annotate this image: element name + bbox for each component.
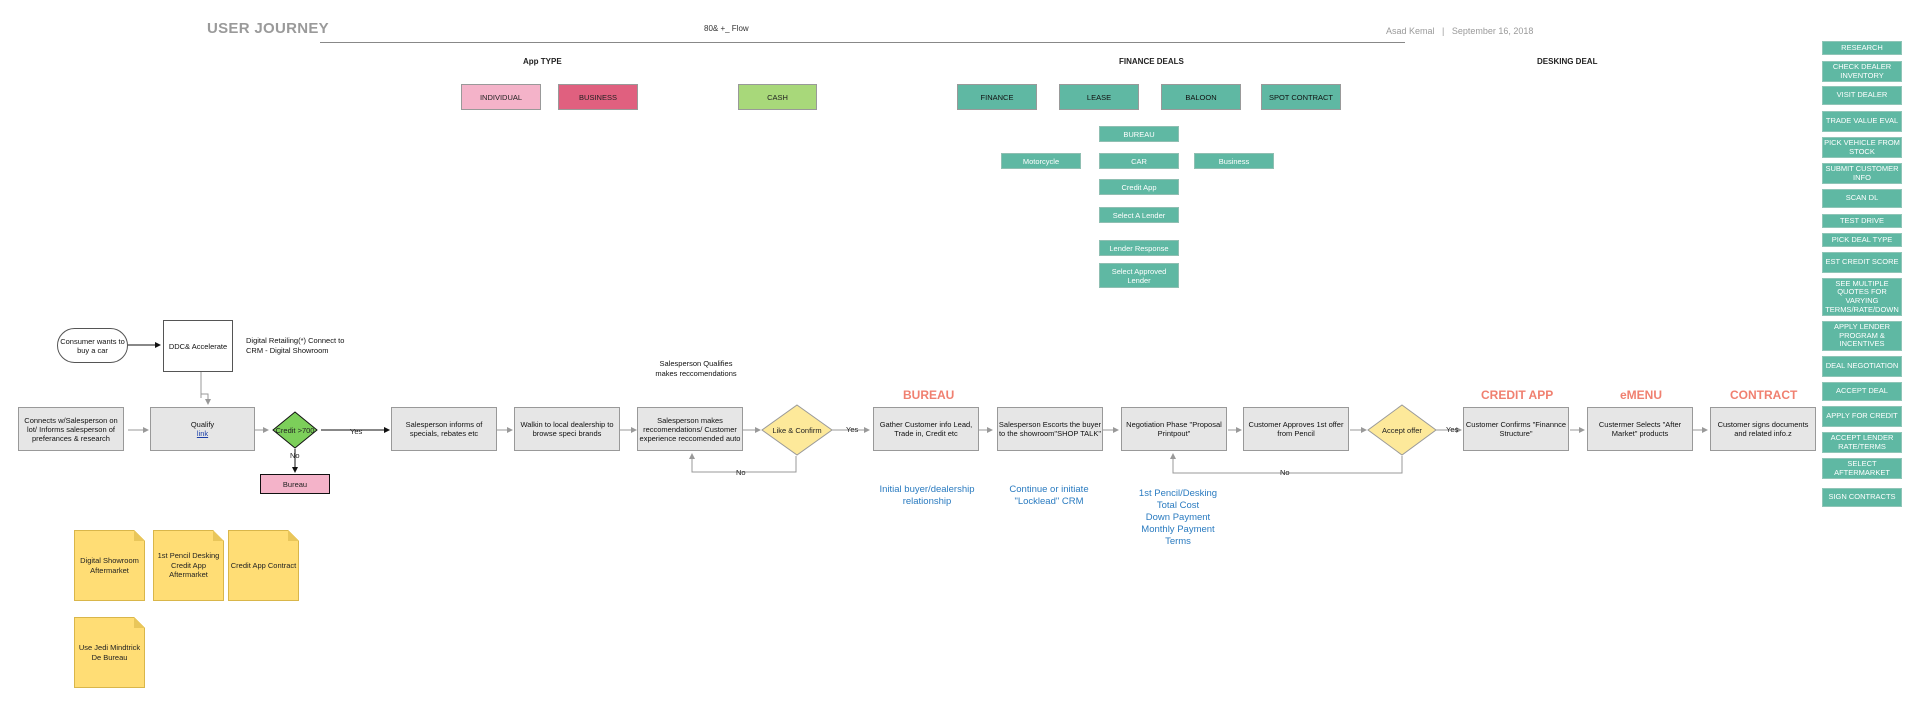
decision-credit[interactable]: Credit >700 [272,411,318,449]
no-label-accept: No [1280,468,1290,477]
step-qualify[interactable]: Qualify link [150,407,255,451]
step-gather-info[interactable]: Gather Customer info Lead, Trade in, Cre… [873,407,979,451]
sticky-note[interactable]: Use Jedi Mindtrick De Bureau [74,617,145,688]
ddc-accelerate[interactable]: DDC& Accelerate [163,320,233,372]
sidebar-item-select-aftermarket[interactable]: SELECT AFTERMARKET [1822,458,1902,479]
sticky-note[interactable]: Digital Showroom Aftermarket [74,530,145,601]
step-selects-aftermarket[interactable]: Custermer Selects "After Market" product… [1587,407,1693,451]
step-walkin[interactable]: Walkin to local dealership to browse spe… [514,407,620,451]
sidebar-item-accept-deal[interactable]: ACCEPT DEAL [1822,382,1902,401]
app-type-individual[interactable]: INDIVIDUAL [461,84,541,110]
sidebar-item-visit-dealer[interactable]: VISIT DEALER [1822,86,1902,105]
note-pencil-line: 1st Pencil/Desking [1138,488,1218,499]
author-date: Asad Kemal | September 16, 2018 [1386,26,1534,36]
sidebar-item-check-dealer-inventory[interactable]: CHECK DEALER INVENTORY [1822,61,1902,82]
tree-lender-response[interactable]: Lender Response [1099,240,1179,256]
note-pencil-line: Total Cost [1156,499,1200,511]
tree-motorcycle[interactable]: Motorcycle [1001,153,1081,169]
no-label-like: No [736,468,746,477]
note-pencil-line: Down Payment [1145,511,1211,523]
note-initial-relationship: Initial buyer/dealership relationship [879,484,975,507]
tree-business[interactable]: Business [1194,153,1274,169]
note-continue-crm: Continue or initiate "Locklead" CRM [1009,484,1089,507]
tree-car[interactable]: CAR [1099,153,1179,169]
decision-like-confirm[interactable]: Like & Confirm [761,404,833,456]
tree-select-approved-lender[interactable]: Select Approved Lender [1099,263,1179,288]
finance-type-spot-contract[interactable]: SPOT CONTRACT [1261,84,1341,110]
sidebar-item-est-credit-score[interactable]: EST CREDIT SCORE [1822,252,1902,273]
note-pencil-desking: 1st Pencil/Desking Total Cost Down Payme… [1122,488,1234,547]
sidebar-item-sign-contracts[interactable]: SIGN CONTRACTS [1822,488,1902,507]
step-confirms-structure[interactable]: Customer Confirms "Finannce Structure" [1463,407,1569,451]
sidebar-item-deal-negotiation[interactable]: DEAL NEGOTIATION [1822,356,1902,377]
step-customer-approves[interactable]: Customer Approves 1st offer from Pencil [1243,407,1349,451]
sidebar-item-submit-customer-info[interactable]: SUBMIT CUSTOMER INFO [1822,163,1902,184]
qualifies-note: Salesperson Qualifies makes reccomendati… [655,359,737,378]
tree-select-lender[interactable]: Select A Lender [1099,207,1179,223]
step-salesperson-informs[interactable]: Salesperson informs of specials, rebates… [391,407,497,451]
step-escorts-showroom[interactable]: Salesperson Escorts the buyer to the sho… [997,407,1103,451]
sidebar-item-scan-dl[interactable]: SCAN DL [1822,189,1902,208]
decision-accept-offer-shape [1367,404,1437,456]
tree-credit-app[interactable]: Credit App [1099,179,1179,195]
stage-credit-app: CREDIT APP [1481,388,1554,402]
decision-credit-label: Credit >700 [275,425,315,435]
qualify-label: Qualify [190,420,215,429]
section-app-type: App TYPE [523,57,562,66]
header-divider [320,42,1405,43]
step-recommendations[interactable]: Salesperson makes reccomendations/ Custo… [637,407,743,451]
sidebar-item-multiple-quotes[interactable]: SEE MULTIPLE QUOTES FOR VARYING TERMS/RA… [1822,278,1902,316]
sticky-note[interactable]: 1st Pencil Desking Credit App Aftermarke… [153,530,224,601]
finance-type-lease[interactable]: LEASE [1059,84,1139,110]
qualify-link[interactable]: link [196,429,209,438]
yes-label-credit: Yes [350,427,363,436]
step-negotiation[interactable]: Negotiation Phase "Proposal Printpout" [1121,407,1227,451]
decision-accept-offer[interactable]: Accept offer [1367,404,1437,456]
digital-retailing-note: Digital Retailing(*) Connect to CRM - Di… [246,336,345,355]
tree-bureau[interactable]: BUREAU [1099,126,1179,142]
page-title: USER JOURNEY [207,20,329,37]
no-label-credit: No [290,451,300,460]
stage-emenu: eMENU [1620,388,1663,402]
sidebar-item-test-drive[interactable]: TEST DRIVE [1822,214,1902,228]
sticky-note[interactable]: Credit App Contract [228,530,299,601]
decision-like-confirm-label: Like & Confirm [772,425,822,435]
sidebar-item-apply-lender-program[interactable]: APPLY LENDER PROGRAM & INCENTIVES [1822,321,1902,351]
decision-like-confirm-shape [761,404,833,456]
stage-bureau: BUREAU [903,388,955,402]
yes-label-like: Yes [846,425,859,434]
start-consumer[interactable]: Consumer wants to buy a car [57,328,128,363]
app-type-business[interactable]: BUSINESS [558,84,638,110]
decision-credit-shape [272,411,318,449]
sidebar-item-pick-vehicle[interactable]: PICK VEHICLE FROM STOCK [1822,137,1902,158]
decision-accept-offer-label: Accept offer [1382,425,1422,435]
step-connects-salesperson[interactable]: Connects w/Salesperson on lot/ Informs s… [18,407,124,451]
yes-label-accept: Yes [1446,425,1459,434]
stage-contract: CONTRACT [1730,388,1798,402]
sidebar-item-research[interactable]: RESEARCH [1822,41,1902,55]
note-pencil-line: Monthly Payment [1141,523,1215,535]
finance-type-finance[interactable]: FINANCE [957,84,1037,110]
app-type-cash[interactable]: CASH [738,84,817,110]
finance-type-baloon[interactable]: BALOON [1161,84,1241,110]
sidebar-item-trade-value-eval[interactable]: TRADE VALUE EVAL [1822,111,1902,132]
page-subtitle: 80& +_ Flow [704,24,749,33]
section-desking-deal: DESKING DEAL [1537,57,1598,66]
sidebar-item-accept-lender-rate[interactable]: ACCEPT LENDER RATE/TERMS [1822,432,1902,453]
section-finance-deals: FINANCE DEALS [1119,57,1184,66]
sidebar-item-pick-deal-type[interactable]: PICK DEAL TYPE [1822,233,1902,247]
sidebar-item-apply-for-credit[interactable]: APPLY FOR CREDIT [1822,406,1902,427]
bureau-box[interactable]: Bureau [260,474,330,494]
note-pencil-line: Terms [1165,535,1191,547]
step-signs-documents[interactable]: Customer signs documents and related inf… [1710,407,1816,451]
